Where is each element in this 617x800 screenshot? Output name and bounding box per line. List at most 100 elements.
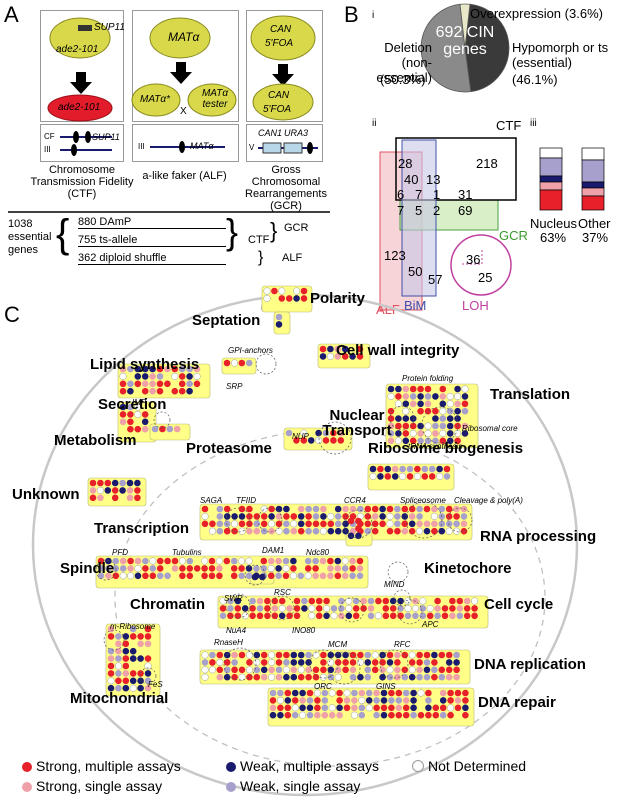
gene-dot <box>290 651 298 659</box>
gene-dot <box>275 572 282 580</box>
gene-dot <box>379 505 386 513</box>
gene-dot <box>119 365 127 373</box>
gene-dot <box>432 430 439 437</box>
gene-dot <box>149 387 156 395</box>
gene-dot <box>327 651 335 659</box>
gene-dot <box>382 605 390 612</box>
gene-dot <box>334 673 342 681</box>
table-gcr-label: GCR <box>284 222 309 234</box>
gene-dot <box>322 437 330 444</box>
gene-dot <box>134 564 142 572</box>
gene-dot <box>115 633 122 640</box>
complex-outline <box>257 507 283 533</box>
gene-dot <box>268 527 275 535</box>
gene-dot <box>208 557 216 565</box>
gene-dot <box>323 604 331 612</box>
gene-dot <box>439 704 447 712</box>
gene-dot <box>358 704 366 712</box>
gene-dot <box>137 640 144 648</box>
gene-dot <box>441 605 449 612</box>
gene-dot <box>432 393 439 400</box>
gene-dot <box>369 472 377 480</box>
gene-dot <box>297 659 305 666</box>
gene-dot <box>409 415 417 422</box>
gene-dot <box>342 651 349 659</box>
gene-dot <box>268 658 276 666</box>
stacked-bars <box>539 147 605 211</box>
gene-dot <box>416 505 423 513</box>
gene-dot <box>417 689 425 697</box>
bar-segment <box>539 189 563 211</box>
gene-dot <box>129 684 137 692</box>
gene-dot <box>219 605 227 612</box>
category-label: DNA repair <box>478 694 556 711</box>
gene-dot <box>401 505 409 513</box>
gene-dot <box>234 597 242 605</box>
gene-dot <box>216 520 224 528</box>
gene-dot <box>234 605 242 612</box>
gene-dot <box>256 612 264 620</box>
gene-dot <box>454 704 462 712</box>
gene-dot <box>416 527 424 535</box>
gene-dot <box>388 704 395 712</box>
gene-dot <box>129 625 137 633</box>
gene-dot <box>387 437 395 445</box>
gene-dot <box>144 633 152 640</box>
gene-dot <box>245 565 253 572</box>
legend-item: Not Determined <box>412 758 526 774</box>
gene-dot <box>320 651 327 659</box>
category-label: Cell cycle <box>484 596 554 613</box>
gene-dot <box>454 689 462 697</box>
gene-dot <box>278 295 286 302</box>
alf-mat-star-label: MATα* <box>140 94 170 105</box>
complex-outline <box>318 421 352 455</box>
gene-dot <box>305 659 312 666</box>
gene-dot <box>428 465 436 473</box>
gene-dot <box>134 410 142 418</box>
gene-dot <box>275 321 283 328</box>
gene-dot <box>334 557 342 565</box>
gene-dot <box>399 465 406 473</box>
gene-dot <box>285 429 293 437</box>
category-label: Unknown <box>12 486 80 503</box>
gene-dot <box>193 365 201 373</box>
complex-label: APC <box>422 620 439 629</box>
gene-dot <box>364 659 372 666</box>
gene-dot <box>438 527 446 535</box>
gene-dot <box>334 505 342 513</box>
gene-dot <box>238 666 246 674</box>
gene-dot <box>201 673 209 681</box>
legend-label: Strong, multiple assays <box>36 758 181 774</box>
gene-dot <box>178 557 186 565</box>
gene-dot <box>402 385 410 393</box>
gene-dot <box>389 597 397 605</box>
gene-dot <box>156 565 164 572</box>
gene-dot <box>430 512 438 520</box>
gene-dot <box>389 612 397 620</box>
complex-label: NUP <box>292 432 309 441</box>
gene-dot <box>275 673 283 681</box>
gene-dot <box>426 604 434 612</box>
gene-dot <box>445 513 453 520</box>
table-ctf-label: CTF <box>248 234 270 246</box>
gene-dot <box>129 633 137 640</box>
gene-dot <box>419 597 427 605</box>
gene-dot <box>421 465 429 473</box>
gene-dot <box>149 565 157 572</box>
complex-label: IMP <box>132 398 147 407</box>
gene-dot <box>141 387 149 395</box>
gene-dot <box>462 711 469 719</box>
gene-dot <box>134 487 141 494</box>
gene-dot <box>445 673 453 681</box>
gene-dot <box>129 670 137 677</box>
gene-dot <box>300 429 308 437</box>
gene-dot <box>320 505 327 513</box>
gene-dot <box>308 597 316 605</box>
gene-dot <box>417 437 424 445</box>
ctf-cf-label: CF <box>44 132 55 141</box>
gene-dot <box>308 612 316 620</box>
gene-dot <box>387 385 395 393</box>
gene-dot <box>350 711 358 719</box>
